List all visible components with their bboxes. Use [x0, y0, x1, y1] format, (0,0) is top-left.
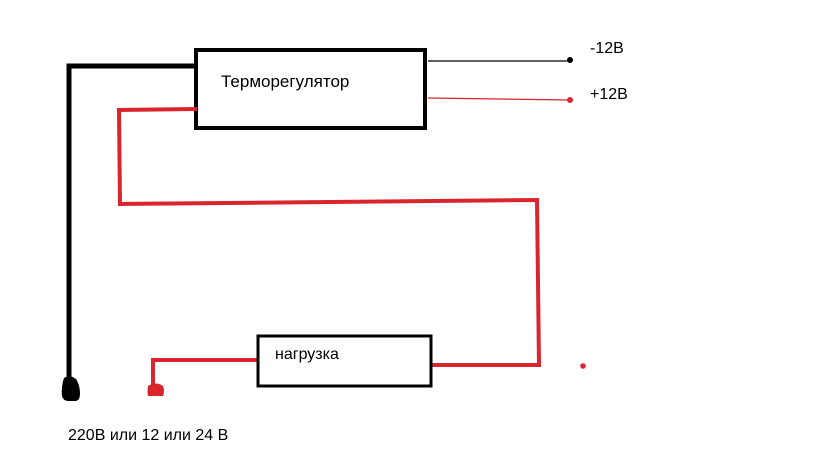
red-supply-wire: [151, 358, 260, 389]
supply-voltage-label: 220В или 12 или 24 В: [68, 427, 229, 444]
black-supply-wire: [66, 63, 198, 391]
load-box: [256, 334, 433, 388]
thermostat-label: Терморегулятор: [221, 72, 350, 91]
black-supply-terminal: [61, 376, 80, 401]
load-label: нагрузка: [275, 346, 339, 363]
plus-12v-label: +12В: [590, 86, 628, 103]
red-supply-terminal: [147, 383, 164, 396]
thermostat-box: [194, 48, 427, 130]
minus-12v-label: -12В: [590, 40, 624, 57]
plus-terminal-dot: [567, 97, 573, 103]
red-control-wire: [116, 106, 542, 367]
minus-terminal-dot: [567, 57, 573, 63]
plus-output-wire: [427, 97, 570, 101]
stray-red-dot: [580, 363, 586, 369]
